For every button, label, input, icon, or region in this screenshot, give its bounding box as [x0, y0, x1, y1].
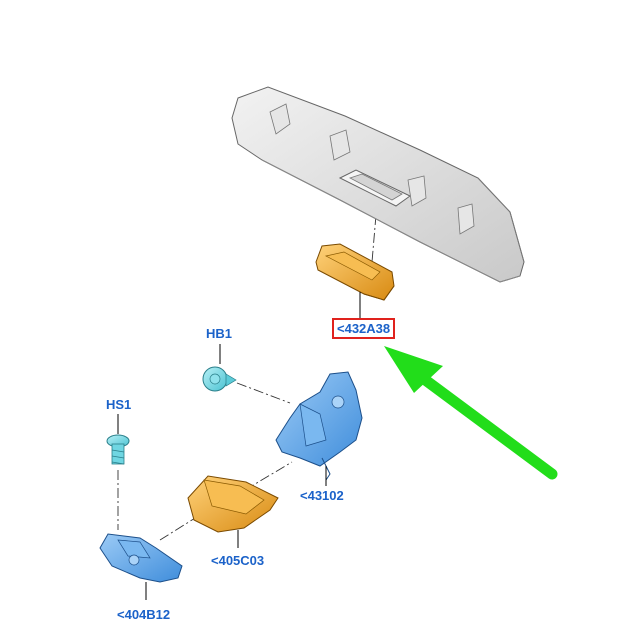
push-pin-hb1 [202, 344, 237, 392]
tailgate-handle-housing [231, 86, 525, 283]
hs1-label[interactable]: HS1 [106, 397, 132, 412]
latch-mechanism-label[interactable]: <43102 [300, 488, 344, 503]
green-arrow-icon [384, 346, 558, 480]
latch-mechanism-part [275, 371, 363, 486]
cover-label[interactable]: <405C03 [211, 553, 265, 568]
screw-hs1 [106, 414, 130, 465]
handle-switch-part [315, 243, 395, 318]
bracket-part [99, 533, 183, 600]
handle-switch-label[interactable]: <432A38 [332, 318, 396, 339]
bracket-label[interactable]: <404B12 [117, 607, 171, 622]
hb1-label[interactable]: HB1 [206, 326, 233, 341]
cover-part [187, 475, 279, 548]
